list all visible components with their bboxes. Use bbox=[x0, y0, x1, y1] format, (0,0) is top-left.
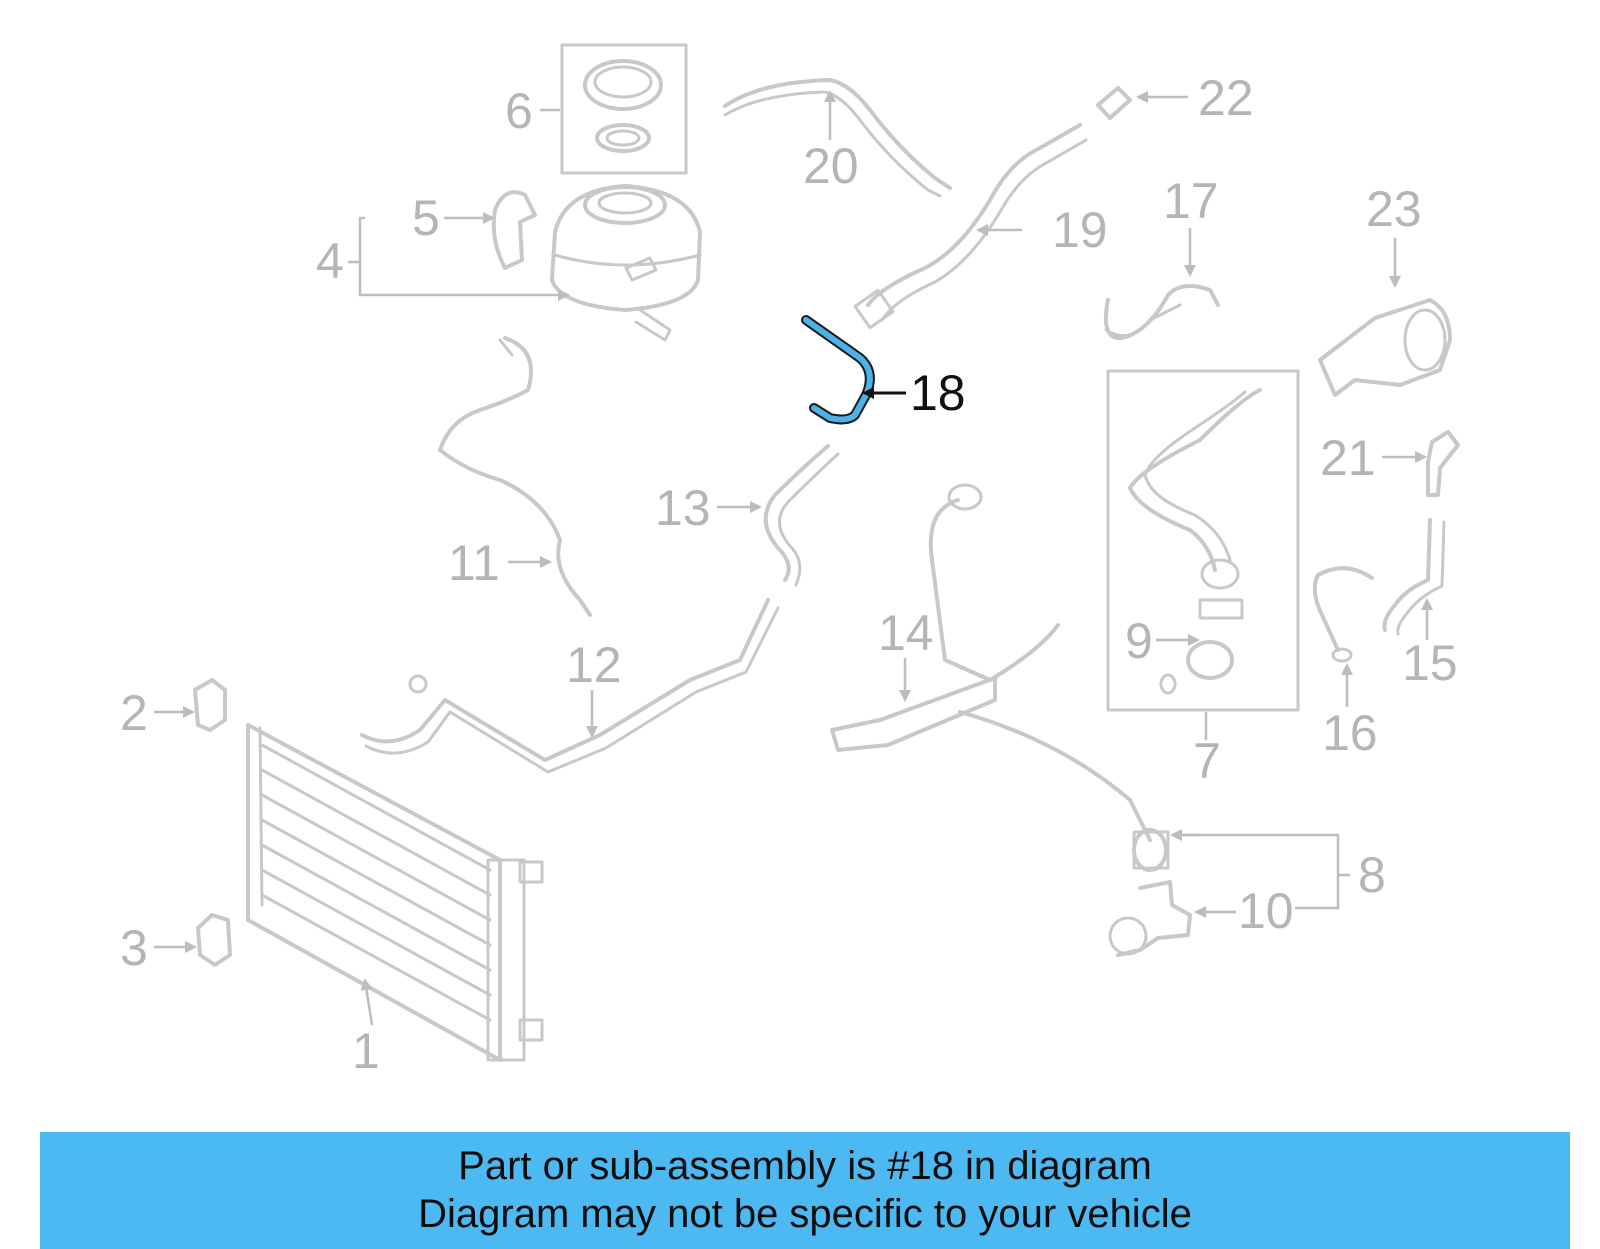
callout-20: 20 bbox=[803, 138, 859, 194]
part-23-housing bbox=[1318, 298, 1452, 397]
leader-1 bbox=[360, 978, 374, 1026]
callout-17: 17 bbox=[1163, 173, 1219, 229]
callout-22: 22 bbox=[1198, 70, 1254, 126]
part-12-pipe bbox=[360, 598, 780, 774]
callout-8: 8 bbox=[1358, 847, 1386, 903]
part-13-hose bbox=[763, 444, 840, 587]
callout-14: 14 bbox=[878, 605, 934, 661]
callout-3: 3 bbox=[120, 920, 148, 976]
part-22-fitting bbox=[1096, 86, 1132, 120]
info-banner: Part or sub-assembly is #18 in diagram D… bbox=[40, 1132, 1570, 1249]
callout-5: 5 bbox=[412, 190, 440, 246]
callout-16: 16 bbox=[1322, 705, 1378, 761]
part-4-reservoir bbox=[550, 184, 702, 342]
part-19-hose bbox=[853, 123, 1088, 330]
callout-13: 13 bbox=[655, 480, 711, 536]
callout-12: 12 bbox=[566, 637, 622, 693]
callout-11: 11 bbox=[448, 535, 500, 591]
part-10-tee bbox=[1108, 880, 1192, 957]
part-15-hose bbox=[1382, 518, 1446, 636]
part-7-box bbox=[1106, 369, 1300, 712]
leader-4 bbox=[358, 216, 570, 301]
callout-15: 15 bbox=[1402, 635, 1458, 691]
callout-6: 6 bbox=[505, 83, 533, 139]
part-1-radiator bbox=[246, 723, 544, 1062]
part-20-hose bbox=[723, 78, 952, 198]
callout-23: 23 bbox=[1366, 181, 1422, 237]
part-3-bracket bbox=[196, 913, 232, 967]
callout-19: 19 bbox=[1052, 202, 1108, 258]
leader-8 bbox=[1180, 833, 1340, 910]
part-5-bracket bbox=[491, 190, 537, 270]
callout-2: 2 bbox=[120, 685, 148, 741]
part-21-fitting bbox=[1426, 430, 1460, 497]
part-6-cap-box bbox=[560, 43, 688, 175]
part-8-hose-end bbox=[1132, 828, 1170, 872]
callout-4: 4 bbox=[316, 233, 344, 289]
callout-9: 9 bbox=[1125, 613, 1153, 669]
callout-1: 1 bbox=[352, 1023, 380, 1079]
callout-7: 7 bbox=[1193, 733, 1221, 789]
part-17-hose bbox=[1103, 284, 1220, 341]
callout-18: 18 bbox=[910, 365, 966, 421]
part-16-hose bbox=[1312, 566, 1374, 663]
part-14-pipe bbox=[830, 483, 1152, 842]
part-18-highlighted-hose bbox=[801, 315, 875, 425]
part-2-bracket bbox=[193, 678, 227, 732]
banner-line-2: Diagram may not be specific to your vehi… bbox=[418, 1192, 1192, 1236]
callout-10: 10 bbox=[1238, 883, 1294, 939]
part-11-hose bbox=[438, 336, 592, 617]
banner-line-1: Part or sub-assembly is #18 in diagram bbox=[458, 1144, 1152, 1188]
callout-21: 21 bbox=[1320, 430, 1376, 486]
